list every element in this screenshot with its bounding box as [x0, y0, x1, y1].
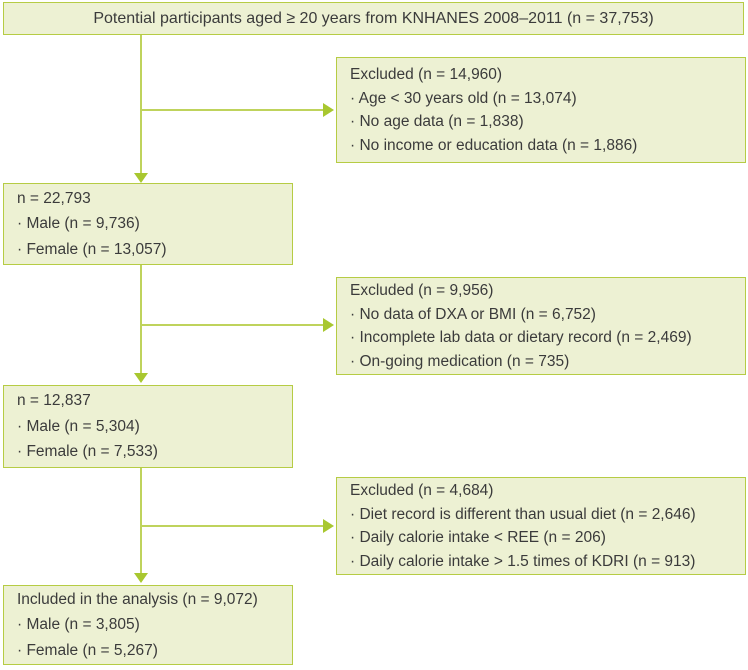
excluded-1-item: · No age data (n = 1,838) — [350, 113, 524, 130]
potential-participants-text: Potential participants aged ≥ 20 years f… — [93, 9, 654, 27]
excluded-1-item: · No income or education data (n = 1,886… — [350, 136, 638, 154]
included-female: · Female (n = 5,267) — [17, 641, 158, 659]
connector-branch-3 — [141, 525, 323, 527]
flow-box-included: Included in the analysis (n = 9,072) · M… — [3, 585, 293, 665]
stage-1-female: · Female (n = 13,057) — [17, 240, 167, 258]
arrow-down-icon-3 — [134, 573, 148, 583]
stage-1-total: n = 22,793 — [17, 189, 91, 207]
connector-vertical-1 — [140, 35, 142, 174]
connector-vertical-2 — [140, 265, 142, 374]
excluded-2-item: · Incomplete lab data or dietary record … — [350, 329, 692, 346]
stage-2-male: · Male (n = 5,304) — [17, 417, 140, 435]
flow-box-potential-participants: Potential participants aged ≥ 20 years f… — [3, 2, 744, 35]
excluded-3-item: · Daily calorie intake < REE (n = 206) — [350, 529, 606, 546]
excluded-1-item: · Age < 30 years old (n = 13,074) — [350, 89, 577, 107]
arrow-right-icon-2 — [323, 318, 334, 332]
stage-2-total: n = 12,837 — [17, 392, 91, 410]
flow-box-excluded-2: Excluded (n = 9,956) · No data of DXA or… — [336, 277, 746, 375]
excluded-1-header: Excluded (n = 14,960) — [350, 66, 503, 83]
excluded-2-item: · No data of DXA or BMI (n = 6,752) — [350, 305, 596, 323]
excluded-3-header: Excluded (n = 4,684) — [350, 482, 494, 499]
arrow-down-icon-2 — [134, 373, 148, 383]
flow-box-stage-1: n = 22,793 · Male (n = 9,736) · Female (… — [3, 183, 293, 265]
included-male: · Male (n = 3,805) — [17, 616, 140, 634]
connector-vertical-3 — [140, 468, 142, 574]
arrow-right-icon-1 — [323, 103, 334, 117]
connector-branch-2 — [141, 324, 323, 326]
arrow-down-icon-1 — [134, 173, 148, 183]
connector-branch-1 — [141, 109, 323, 111]
excluded-3-item: · Daily calorie intake > 1.5 times of KD… — [350, 552, 696, 570]
flow-box-excluded-3: Excluded (n = 4,684) · Diet record is di… — [336, 477, 746, 575]
excluded-2-header: Excluded (n = 9,956) — [350, 282, 494, 299]
included-total: Included in the analysis (n = 9,072) — [17, 590, 258, 608]
excluded-2-item: · On-going medication (n = 735) — [350, 352, 570, 370]
arrow-right-icon-3 — [323, 519, 334, 533]
stage-2-female: · Female (n = 7,533) — [17, 443, 158, 461]
stage-1-male: · Male (n = 9,736) — [17, 215, 140, 233]
flow-box-stage-2: n = 12,837 · Male (n = 5,304) · Female (… — [3, 385, 293, 468]
excluded-3-item: · Diet record is different than usual di… — [350, 505, 696, 523]
flow-box-excluded-1: Excluded (n = 14,960) · Age < 30 years o… — [336, 57, 746, 163]
